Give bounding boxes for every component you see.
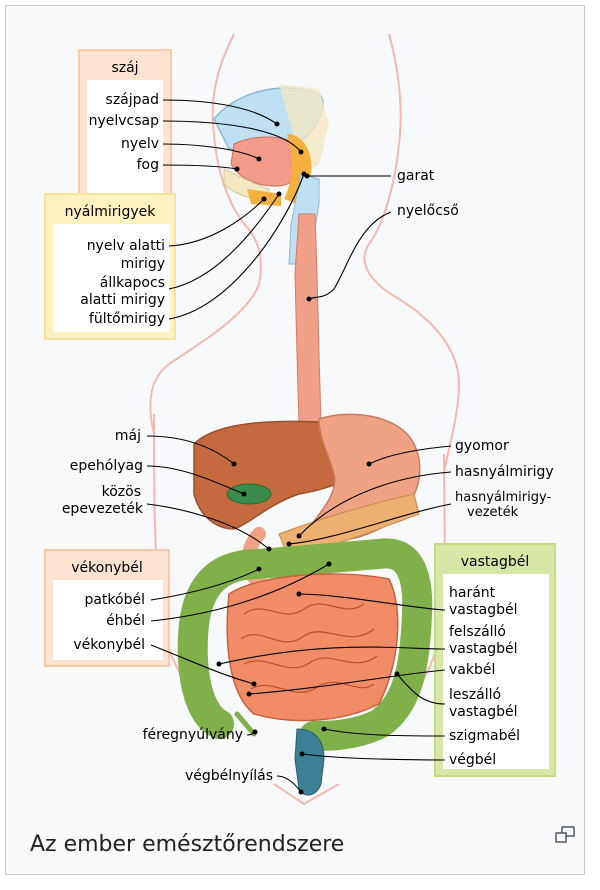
- label-hasnyalmirigy: hasnyálmirigy: [455, 464, 554, 480]
- salivary-group-title: nyálmirigyek: [65, 204, 157, 220]
- label-vekonybel: vékonybél: [73, 637, 145, 653]
- label-felszallo-vastagbel: vastagbél: [449, 641, 518, 657]
- label-fultomirigy: fültőmirigy: [89, 311, 165, 327]
- label-felszallo: felszálló: [449, 624, 506, 640]
- mouth-group-box: száj szájpad nyelvcsap nyelv fog: [78, 49, 172, 211]
- gallbladder: [226, 483, 272, 505]
- label-mirigy: mirigy: [121, 256, 165, 272]
- label-maj: máj: [115, 428, 141, 444]
- leader-dots: [216, 121, 400, 795]
- large-intestine: [177, 538, 433, 751]
- appendix: [234, 711, 257, 737]
- large-intestine-group-title: vastagbél: [461, 554, 530, 570]
- label-harant: haránt: [449, 585, 496, 601]
- label-nyelocso: nyelőcső: [397, 203, 459, 219]
- enlarge-icon[interactable]: [554, 826, 576, 844]
- label-fog: fog: [137, 157, 159, 173]
- label-vegbel: végbél: [449, 752, 496, 768]
- esophagus: [294, 213, 322, 425]
- large-intestine-group-box: vastagbél haránt vastagbél felszálló vas…: [434, 543, 556, 777]
- label-alatti-mirigy: alatti mirigy: [80, 292, 165, 308]
- figure-caption: Az ember emésztőrendszere: [30, 832, 345, 857]
- label-epevezetek: epevezeték: [62, 501, 144, 517]
- label-vegbelnyilas: végbélnyílás: [185, 768, 273, 784]
- label-nyelv: nyelv: [121, 136, 159, 152]
- salivary-group-box: nyálmirigyek nyelv alatti mirigy állkapo…: [44, 193, 176, 340]
- label-epeholyag: epehólyag: [70, 458, 143, 474]
- label-kozos: közös: [102, 484, 141, 500]
- label-garat: garat: [397, 168, 435, 184]
- label-hasnyalmirigy-vezetek-2: vezeték: [467, 505, 519, 520]
- label-hasnyalmirigy-vezetek-1: hasnyálmirigy-: [455, 490, 551, 505]
- label-vakbel: vakbél: [449, 662, 495, 678]
- thumbnail-frame: száj szájpad nyelvcsap nyelv fog nyálmir…: [5, 5, 585, 875]
- label-nyelv-alatti: nyelv alatti: [87, 238, 165, 254]
- leader-lines: [146, 99, 452, 793]
- label-leszallo-vastagbel: vastagbél: [449, 704, 518, 720]
- label-gyomor: gyomor: [455, 438, 509, 454]
- label-leszallo: leszálló: [449, 687, 501, 703]
- small-intestine-group-title: vékonybél: [71, 560, 143, 576]
- label-szigmabel: szigmabél: [449, 728, 520, 744]
- label-patkobel: patkóbél: [84, 592, 145, 608]
- digestive-system-diagram: száj szájpad nyelvcsap nyelv fog nyálmir…: [44, 33, 556, 806]
- label-allkapocs: állkapocs: [100, 275, 165, 291]
- label-harant-vastagbel: vastagbél: [449, 602, 518, 618]
- label-nyelvcsap: nyelvcsap: [89, 113, 160, 129]
- small-intestine-group-box: vékonybél patkóbél éhbél vékonybél: [44, 549, 170, 667]
- label-szajpad: szájpad: [106, 92, 159, 108]
- mouth-group-title: száj: [111, 60, 138, 76]
- label-feregnyulvany: féregnyúlvány: [143, 727, 243, 743]
- label-ehbel: éhbél: [106, 613, 145, 629]
